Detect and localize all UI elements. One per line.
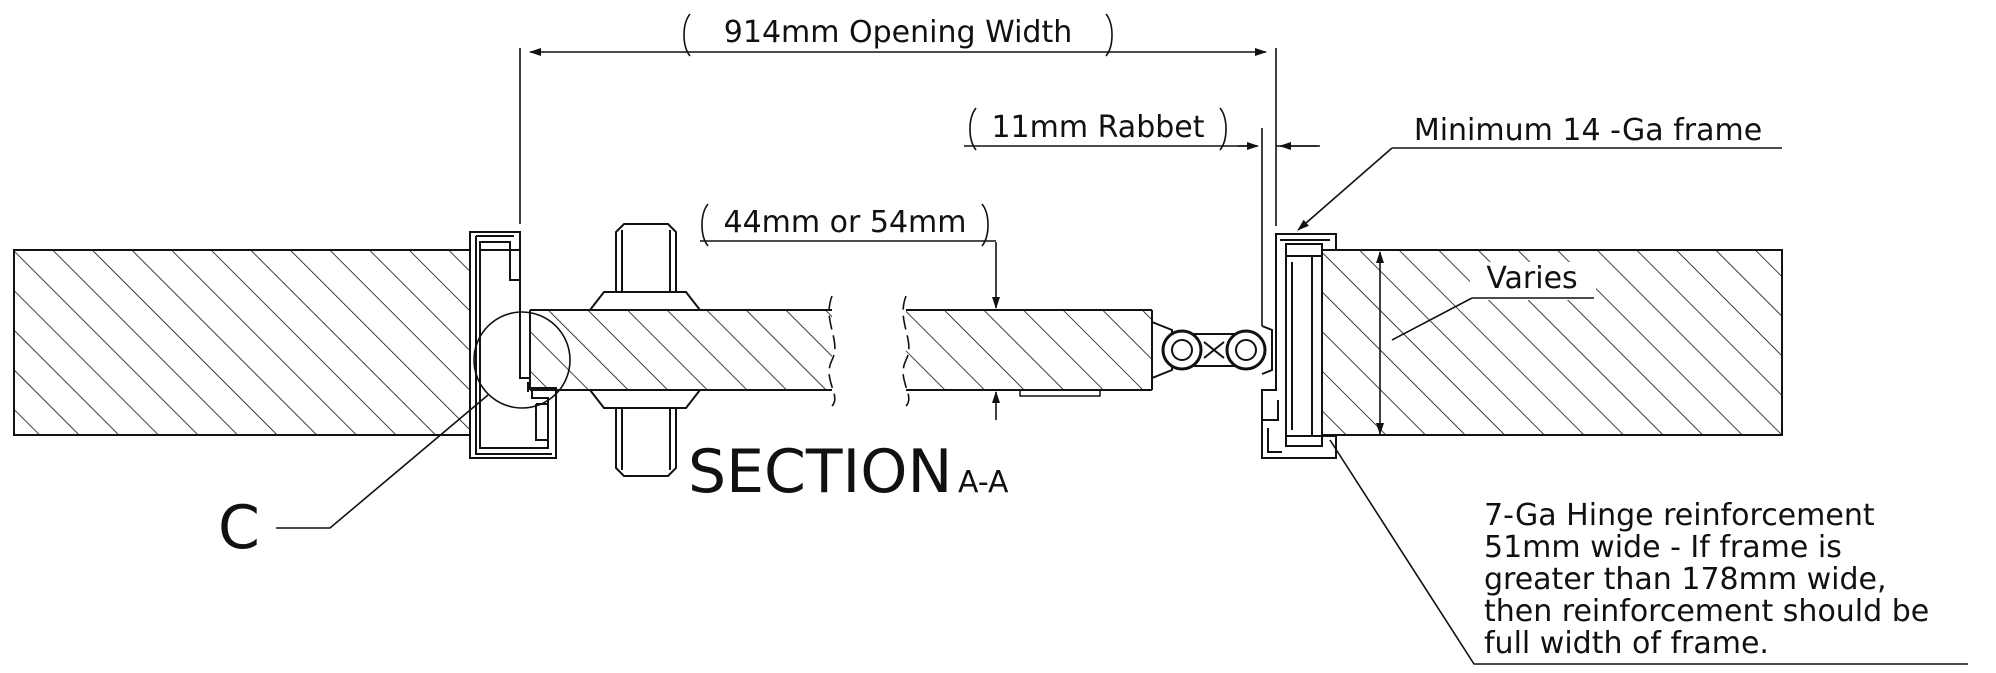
door-leaf-right bbox=[906, 309, 1153, 397]
left-frame bbox=[469, 231, 557, 459]
opening-width-label: 914mm Opening Width bbox=[724, 15, 1072, 50]
varies-dimension: Varies bbox=[1376, 251, 1596, 435]
note-text: 7-Ga Hinge reinforcement 51mm wide - If … bbox=[1484, 498, 1939, 661]
varies-label: Varies bbox=[1486, 261, 1577, 296]
rabbet-label: 11mm Rabbet bbox=[991, 110, 1204, 145]
right-frame bbox=[1261, 233, 1337, 459]
callout-c-label: C bbox=[218, 493, 260, 563]
frame-leader: Minimum 14 -Ga frame bbox=[1297, 113, 1782, 231]
note-line: then reinforcement should be bbox=[1484, 594, 1929, 629]
section-title: SECTION A-A bbox=[688, 437, 1009, 507]
section-id-label: A-A bbox=[958, 465, 1009, 500]
door-thickness-label: 44mm or 54mm bbox=[723, 205, 966, 240]
note-line: greater than 178mm wide, bbox=[1484, 562, 1887, 597]
note-line: full width of frame. bbox=[1484, 626, 1769, 661]
left-wall bbox=[13, 249, 471, 436]
door-thickness-dimension: 44mm or 54mm bbox=[700, 205, 1000, 420]
reference-brackets bbox=[683, 13, 1227, 247]
frame-label: Minimum 14 -Ga frame bbox=[1414, 113, 1762, 148]
break-lines bbox=[828, 295, 910, 407]
section-label: SECTION bbox=[688, 437, 952, 507]
hinge bbox=[1151, 320, 1273, 380]
note-line: 51mm wide - If frame is bbox=[1484, 530, 1842, 565]
hinge-reinforcement-note: 7-Ga Hinge reinforcement 51mm wide - If … bbox=[1329, 439, 1968, 665]
rabbet-dimension: 11mm Rabbet bbox=[964, 110, 1320, 326]
door-leaf-left bbox=[529, 309, 832, 391]
opening-width-dimension: 914mm Opening Width bbox=[519, 15, 1277, 226]
note-line: 7-Ga Hinge reinforcement bbox=[1484, 498, 1875, 533]
lever-handle bbox=[587, 223, 703, 477]
